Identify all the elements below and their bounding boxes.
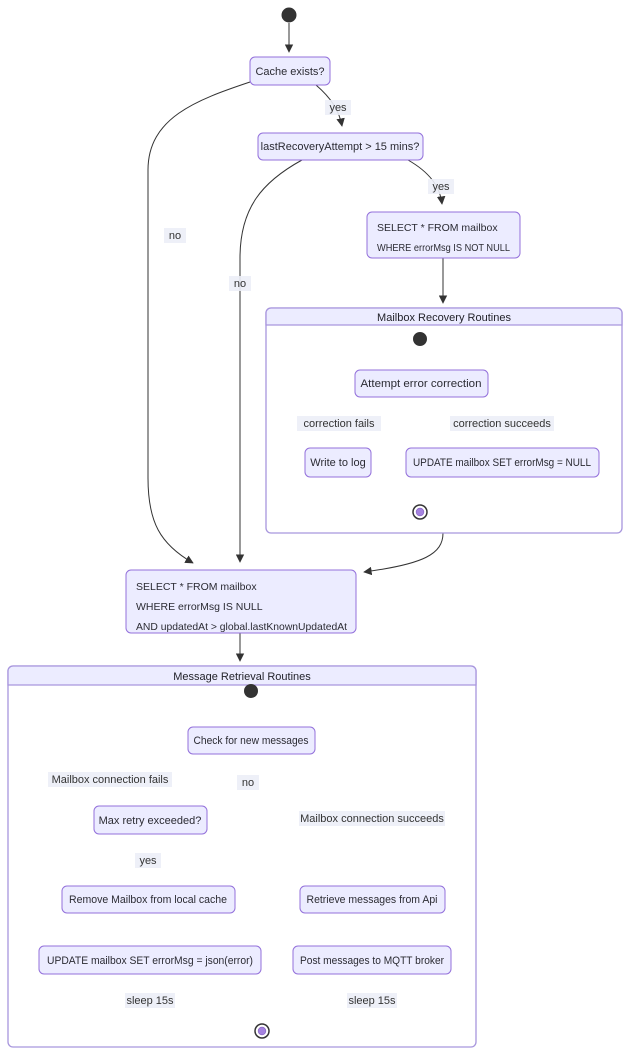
select-ok-line2: WHERE errorMsg IS NULL	[136, 601, 263, 613]
start-node-recovery	[413, 332, 427, 346]
label-sleep-left: sleep 15s	[126, 995, 174, 1007]
label-recovery-no: no	[234, 278, 246, 290]
edge-recoverycheck-no-to-select	[235, 159, 303, 563]
select-ok-line3: AND updatedAt > global.lastKnownUpdatedA…	[136, 621, 347, 633]
edge-recovery-cluster-to-select	[363, 532, 444, 576]
state-remove-mailbox-cache: Remove Mailbox from local cache	[61, 885, 236, 914]
state-attempt-correction-label: Attempt error correction	[361, 378, 482, 390]
state-select-error-mailbox: SELECT * FROM mailbox WHERE errorMsg IS …	[366, 211, 521, 259]
state-update-errormsg-json-label: UPDATE mailbox SET errorMsg = json(error…	[47, 955, 253, 967]
recovery-cluster-titlebar	[265, 307, 623, 326]
state-attempt-correction: Attempt error correction	[354, 369, 489, 398]
state-write-log: Write to log	[304, 447, 372, 478]
select-error-line1: SELECT * FROM mailbox	[377, 222, 498, 234]
state-post-mqtt-broker: Post messages to MQTT broker	[292, 945, 452, 975]
end-node-recovery	[412, 504, 428, 520]
label-correction-succeeds: correction succeeds	[453, 418, 551, 430]
end-node-retrieval	[254, 1023, 270, 1039]
state-write-log-label: Write to log	[310, 457, 365, 469]
label-conn-succeeds: Mailbox connection succeeds	[300, 813, 444, 825]
state-update-errormsg-json: UPDATE mailbox SET errorMsg = json(error…	[38, 945, 262, 975]
label-correction-fails: correction fails	[304, 418, 375, 430]
label-retry-no: no	[242, 777, 254, 789]
label-retry-yes: yes	[139, 855, 157, 867]
retrieval-cluster-body	[7, 665, 477, 1048]
state-retrieve-messages-api: Retrieve messages from Api	[299, 885, 446, 914]
select-ok-line1: SELECT * FROM mailbox	[136, 581, 257, 593]
state-retrieve-messages-api-label: Retrieve messages from Api	[307, 894, 438, 906]
label-recovery-yes: yes	[432, 181, 450, 193]
state-check-new-messages: Check for new messages	[187, 726, 316, 755]
label-cache-yes: yes	[329, 102, 347, 114]
edge-labels: yes no no yes correction fails correctio…	[48, 100, 554, 1008]
state-post-mqtt-broker-label: Post messages to MQTT broker	[300, 955, 444, 967]
state-cache-exists: Cache exists?	[249, 56, 331, 86]
cluster-message-retrieval: Message Retrieval Routines	[7, 665, 477, 1048]
state-cache-exists-label: Cache exists?	[255, 66, 324, 78]
retrieval-cluster-titlebar	[7, 665, 477, 686]
retrieval-cluster-title: Message Retrieval Routines	[173, 671, 311, 683]
state-last-recovery-check: lastRecoveryAttempt > 15 mins?	[257, 132, 424, 161]
label-sleep-right: sleep 15s	[348, 995, 396, 1007]
state-last-recovery-check-label: lastRecoveryAttempt > 15 mins?	[261, 141, 420, 153]
start-node-main	[281, 7, 297, 23]
label-conn-fails: Mailbox connection fails	[52, 774, 169, 786]
state-remove-mailbox-cache-label: Remove Mailbox from local cache	[69, 894, 227, 906]
state-select-ok-mailbox: SELECT * FROM mailbox WHERE errorMsg IS …	[125, 569, 357, 634]
start-node-retrieval	[244, 684, 258, 698]
state-update-errormsg-null-label: UPDATE mailbox SET errorMsg = NULL	[413, 457, 591, 469]
recovery-cluster-title: Mailbox Recovery Routines	[377, 312, 511, 324]
label-cache-no: no	[169, 230, 181, 242]
select-error-line2: WHERE errorMsg IS NOT NULL	[377, 242, 510, 254]
state-update-errormsg-null: UPDATE mailbox SET errorMsg = NULL	[405, 447, 600, 478]
state-max-retry-exceeded-label: Max retry exceeded?	[99, 815, 202, 827]
state-check-new-messages-label: Check for new messages	[194, 735, 309, 747]
edge-cache-no-to-select	[147, 81, 251, 564]
state-max-retry-exceeded: Max retry exceeded?	[93, 805, 208, 835]
